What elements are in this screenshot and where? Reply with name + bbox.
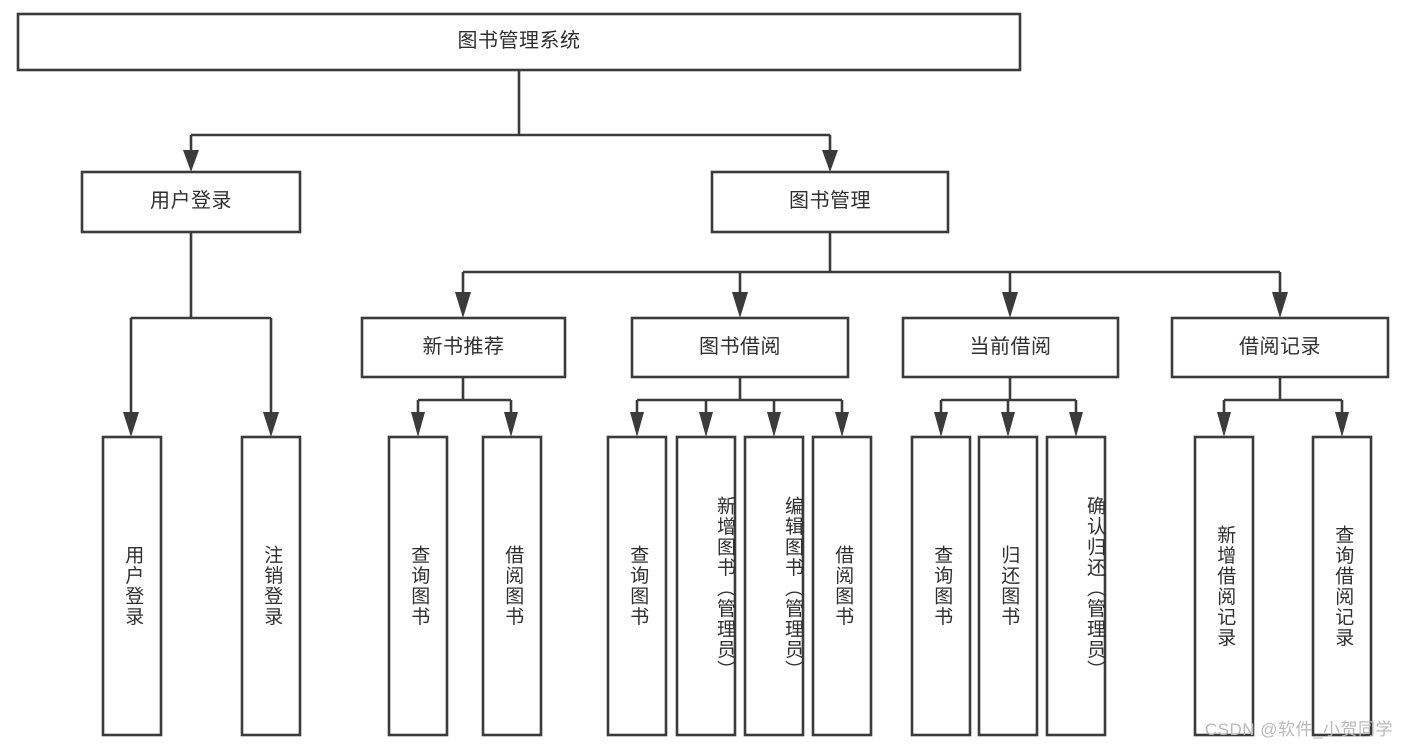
arrow-root-to-user-login — [183, 150, 199, 172]
node-box-root[interactable] — [16, 12, 1022, 72]
node-box-leaf-user-login[interactable] — [101, 435, 163, 737]
arrow-new-book-leaf-1 — [411, 412, 425, 437]
arrow-current-borrow-leaf-2 — [1001, 412, 1015, 437]
connector-group-book-mgmt — [455, 232, 1288, 318]
node-box-book-borrow[interactable] — [630, 316, 850, 379]
node-box-leaf-query-book-a[interactable] — [387, 435, 449, 737]
node-box-current-borrow[interactable] — [901, 316, 1120, 379]
node-box-leaf-query-book-c[interactable] — [910, 435, 972, 737]
arrow-book-borrow-leaf-1 — [630, 412, 644, 437]
node-box-leaf-query-book-b[interactable] — [606, 435, 668, 737]
connector-group-book-borrow — [630, 377, 849, 437]
connector-group-borrow-record — [1217, 377, 1349, 437]
connector-group-current-borrow — [934, 377, 1083, 437]
arrow-book-mgmt-to-book-borrow — [732, 292, 748, 318]
node-box-book-mgmt[interactable] — [710, 170, 950, 234]
arrow-user-login-leaf-2 — [263, 412, 279, 437]
arrow-root-to-book-mgmt — [822, 150, 838, 172]
node-box-leaf-logout[interactable] — [240, 435, 302, 737]
connector-group-root — [183, 70, 838, 172]
arrow-book-mgmt-to-current-borrow — [1002, 292, 1018, 318]
arrow-user-login-leaf-1 — [123, 412, 139, 437]
connector-group-new-book — [411, 377, 518, 437]
node-box-leaf-borrow-book-a[interactable] — [481, 435, 543, 737]
node-box-leaf-edit-book[interactable] — [743, 435, 805, 737]
arrow-book-mgmt-to-borrow-record — [1272, 292, 1288, 318]
node-box-leaf-query-record[interactable] — [1311, 435, 1373, 737]
arrow-book-mgmt-to-new-book — [455, 292, 471, 318]
arrow-book-borrow-leaf-3 — [767, 412, 781, 437]
connector-group-user-login — [123, 232, 279, 437]
arrow-current-borrow-leaf-1 — [934, 412, 948, 437]
node-box-leaf-add-book[interactable] — [675, 435, 737, 737]
arrow-new-book-leaf-2 — [504, 412, 518, 437]
node-box-leaf-add-record[interactable] — [1193, 435, 1255, 737]
node-box-borrow-record[interactable] — [1170, 316, 1390, 379]
arrow-book-borrow-leaf-2 — [699, 412, 713, 437]
node-box-leaf-confirm-return[interactable] — [1045, 435, 1107, 737]
arrow-borrow-record-leaf-1 — [1217, 412, 1231, 437]
arrow-current-borrow-leaf-3 — [1069, 412, 1083, 437]
node-box-leaf-return-book[interactable] — [977, 435, 1039, 737]
node-box-user-login[interactable] — [80, 170, 302, 234]
node-box-new-book-recommend[interactable] — [360, 316, 567, 379]
arrow-book-borrow-leaf-4 — [835, 412, 849, 437]
node-box-leaf-borrow-book-b[interactable] — [811, 435, 873, 737]
arrow-borrow-record-leaf-2 — [1335, 412, 1349, 437]
watermark-text: CSDN @软件_小贺同学 — [1204, 720, 1393, 739]
